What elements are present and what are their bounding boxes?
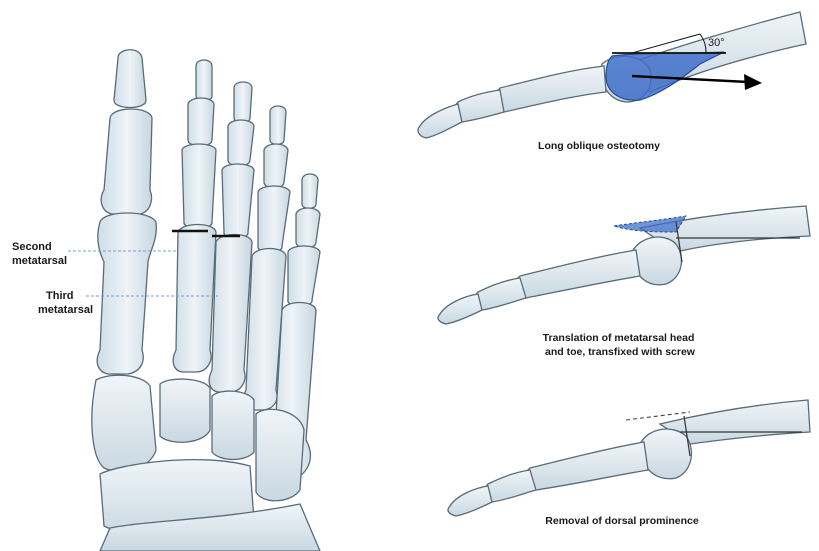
- label-third-metatarsal-line-1: Third: [46, 290, 74, 302]
- fifth-toe-proximal: [288, 246, 320, 306]
- hallux-proximal-phalanx: [101, 109, 152, 214]
- panel-3-distal-phalanx: [448, 486, 492, 516]
- label-second-metatarsal: Second metatarsal: [12, 241, 67, 267]
- panel-1-proximal-phalanx: [496, 66, 606, 112]
- panel-1-caption: Long oblique osteotomy: [538, 140, 660, 152]
- panel-3-lateral-toe: [448, 400, 810, 516]
- panel-1-caption-line-1: Long oblique osteotomy: [538, 140, 660, 152]
- third-metatarsal: [209, 235, 252, 393]
- fourth-toe-middle: [264, 144, 288, 188]
- panel-2-distal-phalanx: [438, 294, 482, 324]
- cuboid: [256, 409, 304, 501]
- label-second-metatarsal-line-1: Second: [12, 241, 52, 253]
- panel-3-metatarsal-head: [640, 429, 691, 479]
- panel-2-metatarsal-head: [632, 237, 681, 285]
- first-metatarsal: [97, 213, 156, 374]
- fourth-toe-distal: [270, 106, 286, 145]
- panel-1-distal-phalanx: [418, 104, 462, 138]
- fourth-toe-proximal: [258, 186, 290, 252]
- panel-2-dorsal-prominence: [614, 216, 686, 232]
- foot-skeleton: [92, 50, 320, 551]
- fifth-toe-distal: [302, 174, 318, 209]
- panel-2-caption-line-2: and toe, transfixed with screw: [545, 346, 696, 358]
- panel-2-caption: Translation of metatarsal head and toe, …: [543, 332, 698, 358]
- third-toe-distal: [234, 82, 252, 123]
- second-toe-middle: [188, 98, 214, 146]
- panel-1-angle-label: 30°: [708, 37, 725, 49]
- second-toe-distal: [196, 60, 212, 101]
- intermediate-cuneiform: [160, 379, 210, 442]
- panel-2-middle-phalanx: [475, 278, 526, 310]
- second-metatarsal: [173, 225, 216, 373]
- panel-3-proximal-phalanx: [525, 442, 648, 490]
- panel-2-caption-line-1: Translation of metatarsal head: [543, 332, 695, 344]
- hallux-distal-phalanx: [114, 50, 146, 108]
- label-third-metatarsal-line-2: metatarsal: [38, 304, 93, 316]
- label-second-metatarsal-line-2: metatarsal: [12, 255, 67, 267]
- panel-3-caption-line-1: Removal of dorsal prominence: [545, 515, 699, 527]
- panel-1-middle-phalanx: [455, 90, 504, 122]
- fifth-toe-middle: [296, 208, 320, 248]
- panel-2-proximal-phalanx: [515, 250, 640, 298]
- lateral-cuneiform: [212, 391, 254, 459]
- panel-1-osteotomy-fragment: [606, 52, 724, 100]
- panel-3-caption: Removal of dorsal prominence: [545, 515, 699, 527]
- third-toe-proximal: [222, 164, 254, 238]
- third-toe-middle: [228, 120, 254, 166]
- panel-2-lateral-toe: [438, 206, 810, 324]
- label-third-metatarsal: Third metatarsal: [38, 290, 93, 316]
- panel-1-translation-arrow-head: [744, 74, 762, 90]
- second-toe-proximal: [182, 144, 216, 228]
- medial-cuneiform: [92, 375, 156, 471]
- panel-3-middle-phalanx: [485, 470, 536, 502]
